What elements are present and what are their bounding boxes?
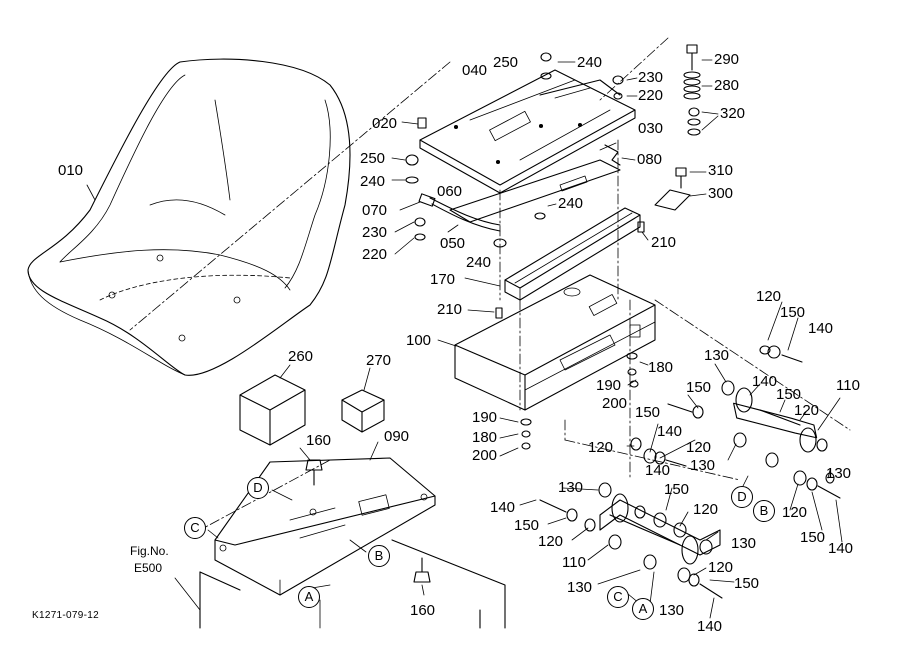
part-label-080: 080 bbox=[637, 151, 663, 168]
part-label-110-r: 110 bbox=[836, 377, 860, 394]
part-label-150-r5: 150 bbox=[800, 529, 826, 546]
leader-lines bbox=[86, 59, 843, 619]
part-label-090: 090 bbox=[384, 428, 410, 445]
part-label-210-right: 210 bbox=[651, 234, 677, 251]
part-label-210-left: 210 bbox=[437, 301, 463, 318]
linkage-lower bbox=[539, 482, 723, 599]
part-label-120-l3: 120 bbox=[708, 559, 734, 576]
fasteners-upper bbox=[405, 44, 701, 450]
part-label-220: 220 bbox=[362, 246, 388, 263]
part-label-140-l1: 140 bbox=[490, 499, 516, 516]
part-label-150-l3: 150 bbox=[734, 575, 760, 592]
callout-c-right: C bbox=[607, 586, 629, 608]
drawing-code: K1271-079-12 bbox=[32, 610, 99, 621]
seat-cushion bbox=[27, 58, 351, 376]
part-label-140-r1: 140 bbox=[808, 320, 834, 337]
part-label-140-l2: 140 bbox=[697, 618, 723, 635]
part-label-120-r4: 120 bbox=[588, 439, 614, 456]
part-label-120-l2: 120 bbox=[538, 533, 564, 550]
part-label-130-l3: 130 bbox=[567, 579, 593, 596]
part-label-200-right: 200 bbox=[602, 395, 628, 412]
part-label-160-lower: 160 bbox=[410, 602, 436, 619]
part-label-220-top: 220 bbox=[638, 87, 664, 104]
part-label-310: 310 bbox=[708, 162, 734, 179]
part-label-240-low: 240 bbox=[466, 254, 492, 271]
part-label-190-right: 190 bbox=[596, 377, 622, 394]
block-270 bbox=[341, 389, 385, 433]
part-label-250-top: 250 bbox=[493, 54, 519, 71]
callout-c-left: C bbox=[184, 517, 206, 539]
part-label-200-left: 200 bbox=[472, 447, 498, 464]
part-label-230-top: 230 bbox=[638, 69, 664, 86]
part-label-240-top: 240 bbox=[577, 54, 603, 71]
part-label-040: 040 bbox=[462, 62, 488, 79]
part-label-240-left: 240 bbox=[360, 173, 386, 190]
part-label-190-left: 190 bbox=[472, 409, 498, 426]
part-label-290: 290 bbox=[714, 51, 740, 68]
callout-a-right: A bbox=[632, 598, 654, 620]
part-label-050: 050 bbox=[440, 235, 466, 252]
part-label-130-r1: 130 bbox=[704, 347, 730, 364]
part-label-140-r2: 140 bbox=[752, 373, 778, 390]
bolt-160-lower bbox=[413, 557, 431, 583]
linkage-right bbox=[630, 345, 841, 499]
callout-d-left: D bbox=[247, 477, 269, 499]
slide-rail-plate bbox=[419, 69, 636, 194]
part-label-100: 100 bbox=[406, 332, 432, 349]
part-label-150-l1: 150 bbox=[664, 481, 690, 498]
bolt-160 bbox=[305, 459, 323, 486]
part-label-140-r4: 140 bbox=[645, 462, 671, 479]
callout-a-left: A bbox=[298, 586, 320, 608]
mounting-plate bbox=[214, 457, 436, 596]
part-label-130-l2: 130 bbox=[731, 535, 757, 552]
block-260 bbox=[239, 374, 306, 446]
fig-no-value: E500 bbox=[134, 561, 163, 575]
part-label-130-r2: 130 bbox=[690, 457, 716, 474]
part-label-300: 300 bbox=[708, 185, 734, 202]
part-label-140-r3: 140 bbox=[657, 423, 683, 440]
part-label-120-r1: 120 bbox=[756, 288, 782, 305]
callout-b-left: B bbox=[368, 545, 390, 567]
part-label-070: 070 bbox=[362, 202, 388, 219]
part-label-130-l1: 130 bbox=[558, 479, 584, 496]
part-label-140-r5: 140 bbox=[828, 540, 854, 557]
fig-no-label: Fig.No. bbox=[130, 544, 169, 558]
part-label-120-r5: 120 bbox=[782, 504, 808, 521]
part-label-160-upper: 160 bbox=[306, 432, 332, 449]
part-label-150-r3: 150 bbox=[776, 386, 802, 403]
part-label-060: 060 bbox=[437, 183, 463, 200]
lower-rail bbox=[429, 142, 621, 232]
part-label-120-r3: 120 bbox=[686, 439, 712, 456]
part-label-150-r1: 150 bbox=[780, 304, 806, 321]
seat-frame bbox=[504, 207, 641, 301]
part-label-030: 030 bbox=[638, 120, 664, 137]
part-label-150-r2: 150 bbox=[686, 379, 712, 396]
callout-b-right: B bbox=[753, 500, 775, 522]
part-label-260: 260 bbox=[288, 348, 314, 365]
part-label-120-l1: 120 bbox=[693, 501, 719, 518]
seat-base-box bbox=[454, 274, 656, 411]
part-label-270: 270 bbox=[366, 352, 392, 369]
part-label-170: 170 bbox=[430, 271, 456, 288]
part-label-110-l: 110 bbox=[562, 554, 586, 571]
callout-d-right: D bbox=[731, 486, 753, 508]
part-label-130-l4: 130 bbox=[659, 602, 685, 619]
part-label-020: 020 bbox=[372, 115, 398, 132]
part-label-240-mid: 240 bbox=[558, 195, 584, 212]
part-label-180-right: 180 bbox=[648, 359, 674, 376]
part-label-150-l2: 150 bbox=[514, 517, 540, 534]
part-label-280: 280 bbox=[714, 77, 740, 94]
part-label-150-r4: 150 bbox=[635, 404, 661, 421]
part-label-320: 320 bbox=[720, 105, 746, 122]
part-label-130-r3: 130 bbox=[826, 465, 852, 482]
part-label-230: 230 bbox=[362, 224, 388, 241]
part-label-250: 250 bbox=[360, 150, 386, 167]
part-label-180-left: 180 bbox=[472, 429, 498, 446]
part-label-010: 010 bbox=[58, 162, 84, 179]
part-label-120-r2: 120 bbox=[794, 402, 820, 419]
